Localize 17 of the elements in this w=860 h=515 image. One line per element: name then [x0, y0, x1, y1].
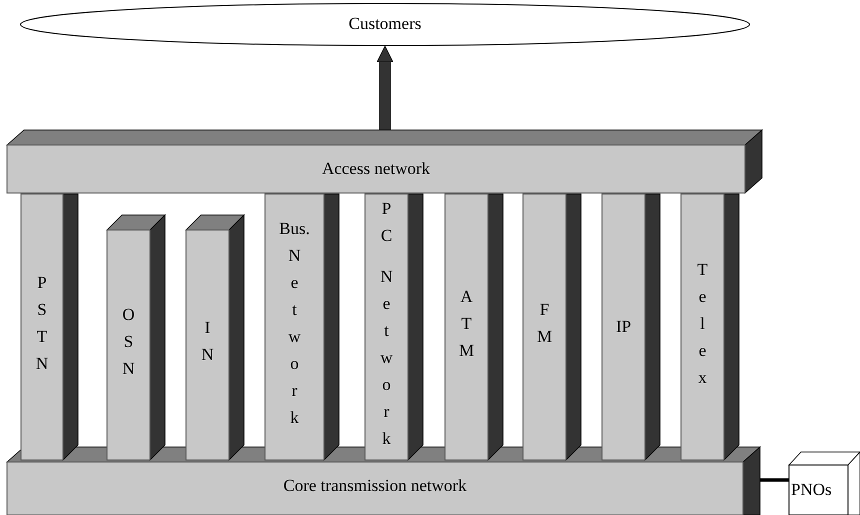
node-label: Bus. — [279, 219, 310, 240]
node-label: Core transmission network — [283, 476, 467, 496]
vertical-label: PSTN — [34, 273, 50, 381]
vertical-label: Network — [286, 246, 303, 435]
node-label: Access network — [322, 158, 430, 180]
node-label: IP — [616, 316, 632, 338]
connector-line — [760, 478, 789, 482]
vertical-label: OSN — [120, 304, 137, 386]
vertical-label: PC — [378, 198, 395, 252]
vertical-label: IN — [199, 318, 216, 372]
vertical-label: Telex — [694, 260, 711, 394]
node-label: Customers — [348, 14, 422, 35]
vertical-label: FM — [536, 300, 553, 354]
node-label: PNOs — [791, 480, 832, 500]
block-arrow — [376, 46, 394, 130]
vertical-label: ATM — [458, 286, 475, 368]
vertical-label: Network — [378, 266, 395, 456]
